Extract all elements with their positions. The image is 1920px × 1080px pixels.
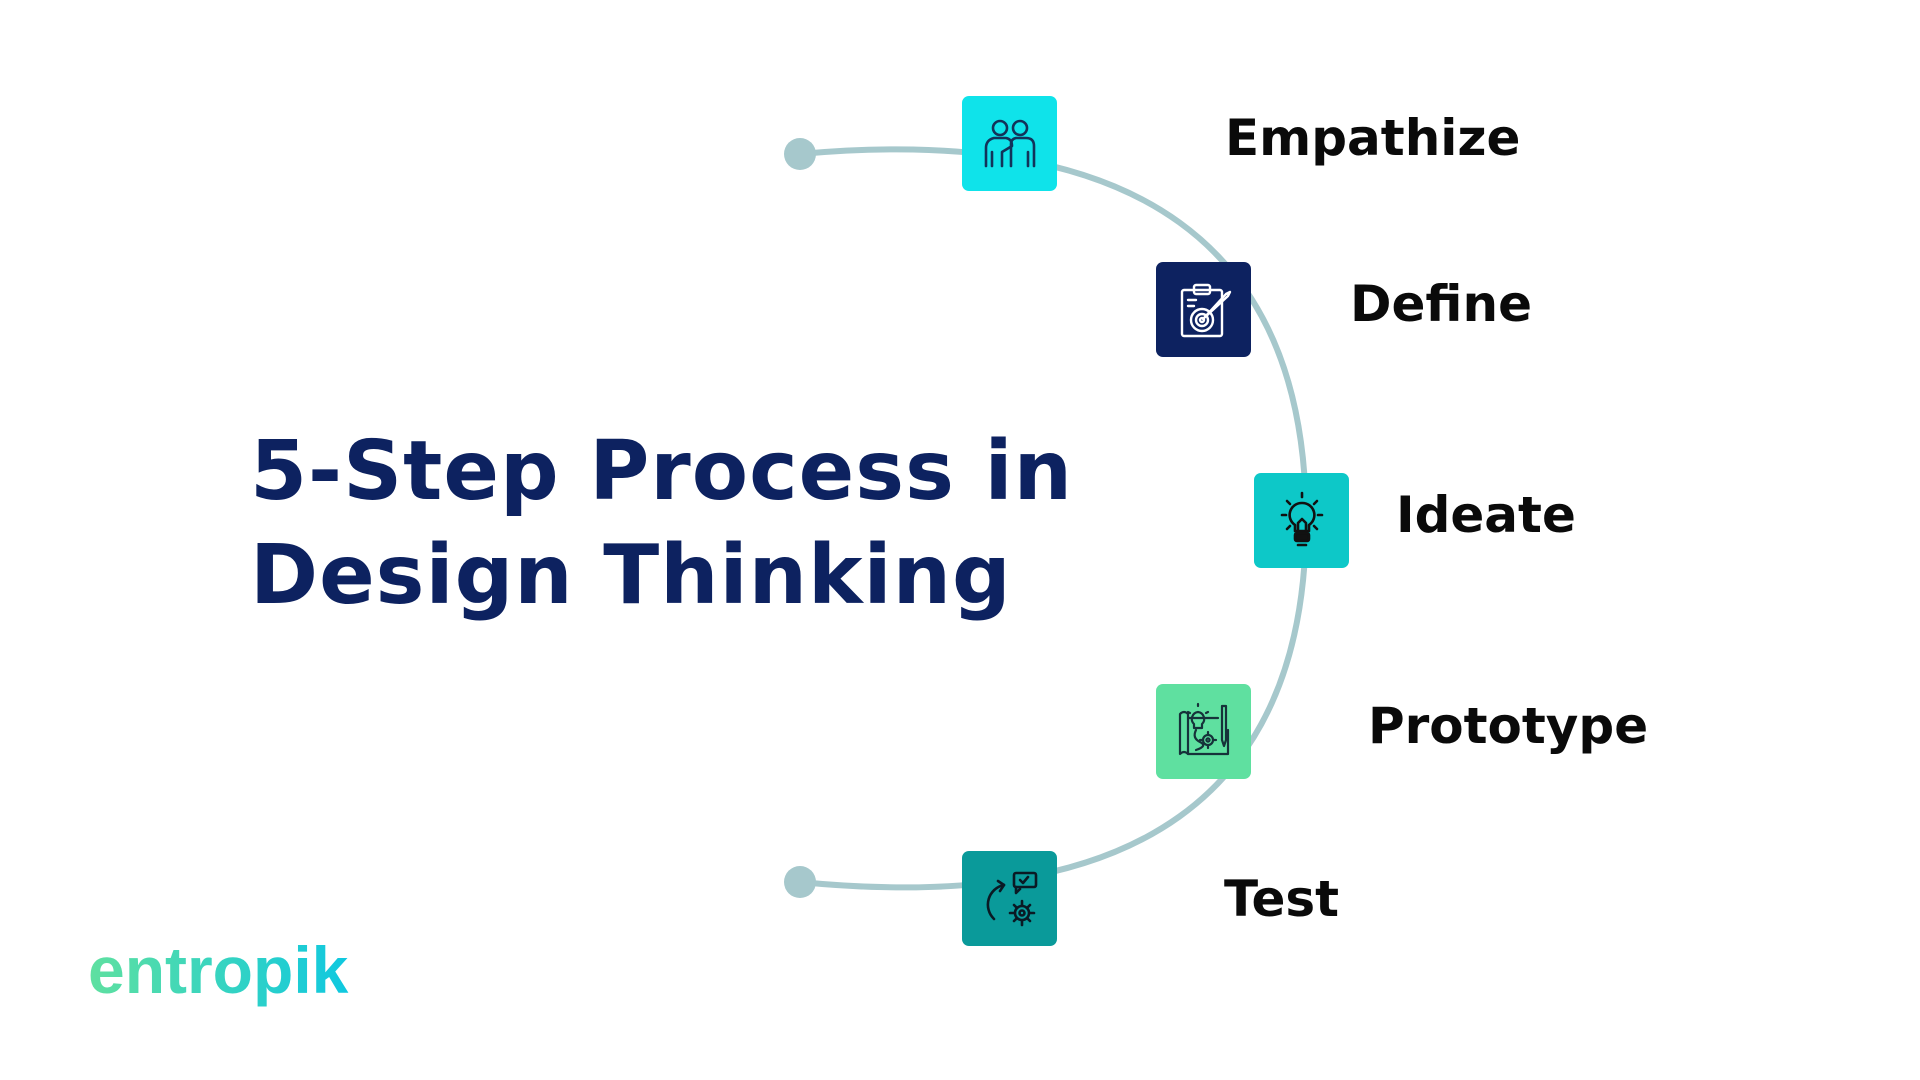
- step-test-box: [962, 851, 1057, 946]
- step-prototype-label: Prototype: [1368, 697, 1649, 755]
- clipboard-target-icon: [1180, 283, 1231, 337]
- blueprint-icon: [1178, 702, 1229, 755]
- title-line-1: 5-Step Process in: [250, 424, 1073, 519]
- arc-start-dot: [784, 138, 816, 170]
- step-empathize-box: [962, 96, 1057, 191]
- entropik-logo: entropik: [88, 933, 408, 1015]
- title-line-2: Design Thinking: [250, 528, 1012, 623]
- step-prototype-box: [1156, 684, 1251, 779]
- two-people-icon: [984, 119, 1035, 167]
- step-test-label: Test: [1224, 870, 1340, 928]
- page-title: 5-Step Process in Design Thinking: [250, 420, 1073, 628]
- lightbulb-icon: [1280, 491, 1323, 546]
- step-ideate-label: Ideate: [1396, 486, 1576, 544]
- step-define-label: Define: [1350, 275, 1532, 333]
- arc-end-dot: [784, 866, 816, 898]
- step-empathize-label: Empathize: [1225, 109, 1521, 167]
- cycle-gear-icon: [986, 871, 1037, 926]
- step-ideate-box: [1254, 473, 1349, 568]
- logo-wordmark: entropik: [88, 935, 349, 1007]
- step-define-box: [1156, 262, 1251, 357]
